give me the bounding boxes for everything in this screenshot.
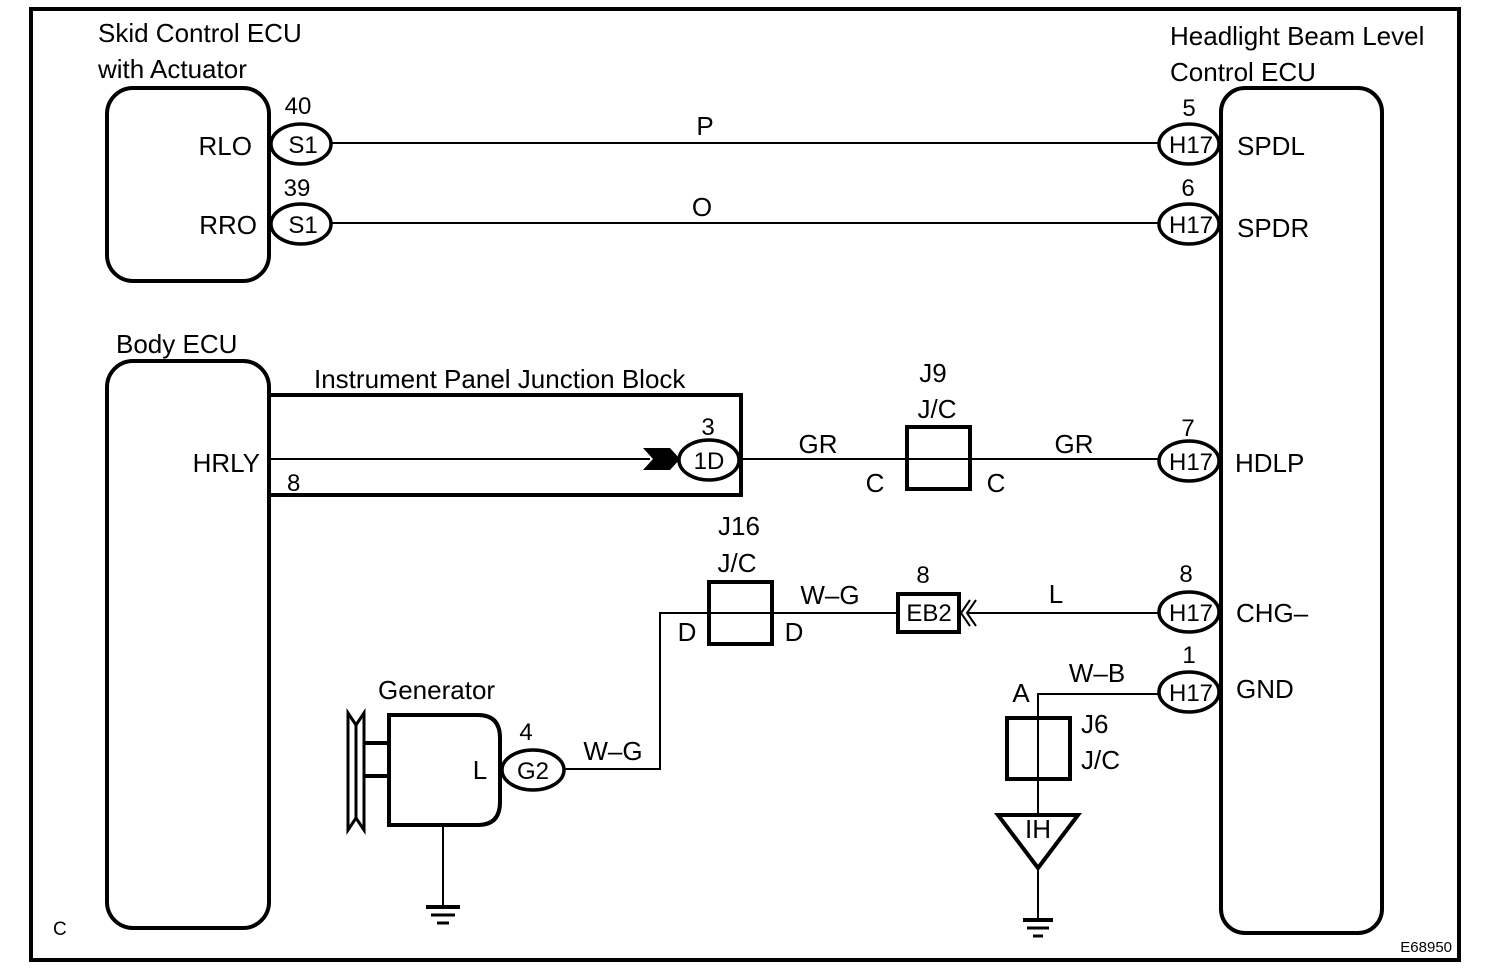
wire-label-gr-1: GR xyxy=(799,429,838,459)
pin-number: 7 xyxy=(1181,415,1194,442)
j6-id: J6 xyxy=(1081,709,1108,739)
body-ecu-box xyxy=(105,359,271,930)
connector-h17-pin1: 1 H17 xyxy=(1157,642,1221,714)
instrument-panel-junction-block: Instrument Panel Junction Block 8 3 1D xyxy=(269,364,743,497)
terminal-spdl: SPDL xyxy=(1237,131,1305,161)
pin-number: 3 xyxy=(701,414,714,441)
arrow-icon xyxy=(643,448,680,470)
connector-label: S1 xyxy=(288,212,317,239)
wire-label-w-g-1: W–G xyxy=(583,736,642,766)
headlight-beam-level-control-ecu: Headlight Beam Level Control ECU SPDL SP… xyxy=(1170,21,1424,935)
generator-body xyxy=(387,713,502,827)
pulley-icon xyxy=(346,708,389,835)
terminal-gnd: GND xyxy=(1236,674,1294,704)
connector-s1-pin39: 39 S1 xyxy=(269,175,333,246)
skid-ecu-title-line1: Skid Control ECU xyxy=(98,18,302,48)
wire-label-w-b: W–B xyxy=(1069,658,1125,688)
j16-id: J16 xyxy=(718,511,760,541)
generator: Generator L 4 G2 xyxy=(346,675,566,925)
connector-s1-pin40: 40 S1 xyxy=(269,93,333,166)
pin-number: 40 xyxy=(285,93,312,120)
pin-number: 1 xyxy=(1182,642,1195,669)
eb2-box xyxy=(896,592,961,634)
terminal-chg: CHG– xyxy=(1236,598,1309,628)
terminal-hdlp: HDLP xyxy=(1235,448,1304,478)
j16-right-pin: D xyxy=(785,617,804,647)
connector-oval-g2 xyxy=(500,748,566,792)
j9-left-pin: C xyxy=(866,468,885,498)
outer-frame xyxy=(29,7,1461,962)
ground-point-label: IH xyxy=(1025,814,1051,844)
wire-label-p: P xyxy=(696,111,713,141)
connector-label: H17 xyxy=(1169,132,1213,159)
j6-box xyxy=(1005,716,1072,781)
j9-box xyxy=(905,425,972,491)
terminal-spdr: SPDR xyxy=(1237,213,1309,243)
j6-type: J/C xyxy=(1081,745,1120,775)
generator-terminal-l: L xyxy=(473,755,487,785)
connector-h17-pin8: 8 H17 xyxy=(1157,561,1221,634)
j16-left-pin: D xyxy=(678,617,697,647)
wire-w-b xyxy=(1037,693,1159,815)
connector-label: H17 xyxy=(1169,449,1213,476)
ground-icon xyxy=(426,905,460,925)
j9-right-pin: C xyxy=(987,468,1006,498)
connector-oval xyxy=(1157,202,1221,246)
junction-block-title: Instrument Panel Junction Block xyxy=(314,364,686,394)
connector-label: S1 xyxy=(288,132,317,159)
connector-label: G2 xyxy=(517,758,549,785)
connector-label: 1D xyxy=(694,448,725,475)
connector-label: EB2 xyxy=(906,600,951,627)
terminal-rro: RRO xyxy=(199,210,257,240)
skid-ecu-box xyxy=(105,86,271,283)
ground-icon xyxy=(1023,918,1053,938)
pin-number: 8 xyxy=(1179,561,1192,588)
ground-point-triangle xyxy=(993,813,1083,872)
junction-connector-j9: J9 J/C C C xyxy=(866,358,1006,498)
wire-w-g-generator xyxy=(565,612,898,770)
body-ecu-title: Body ECU xyxy=(116,329,237,359)
terminal-hrly: HRLY xyxy=(193,448,260,478)
j16-type: J/C xyxy=(718,548,757,578)
junction-connector-j16: J16 J/C D D xyxy=(678,511,804,647)
skid-ecu-title-line2: with Actuator xyxy=(97,54,247,84)
pin-number: 4 xyxy=(519,719,532,746)
j9-type: J/C xyxy=(918,394,957,424)
connector-label: H17 xyxy=(1169,212,1213,239)
body-ecu-pin: 8 xyxy=(287,470,300,497)
terminal-rlo: RLO xyxy=(199,131,252,161)
headlight-ecu-title-line2: Control ECU xyxy=(1170,57,1316,87)
connector-h17-pin7: 7 H17 xyxy=(1157,415,1221,483)
connector-h17-pin6: 6 H17 xyxy=(1157,175,1221,246)
connector-oval xyxy=(1157,122,1221,166)
pin-number: 8 xyxy=(916,562,929,589)
skid-control-ecu: Skid Control ECU with Actuator RLO RRO xyxy=(97,18,302,283)
corner-mark: C xyxy=(53,919,67,940)
headlight-ecu-box xyxy=(1219,86,1384,935)
wire-label-o: O xyxy=(692,192,712,222)
body-ecu: Body ECU HRLY xyxy=(105,329,271,930)
connector-label: H17 xyxy=(1169,600,1213,627)
junction-block-outline xyxy=(269,393,743,497)
pin-number: 6 xyxy=(1181,175,1194,202)
connector-eb2: 8 EB2 xyxy=(896,562,977,634)
pin-number: 5 xyxy=(1182,95,1195,122)
connector-oval xyxy=(1157,439,1221,483)
j6-pin: A xyxy=(1012,678,1030,708)
headlight-ecu-title-line1: Headlight Beam Level xyxy=(1170,21,1424,51)
junction-connector-j6: A J6 J/C IH xyxy=(993,678,1120,938)
figure-id: E68950 xyxy=(1400,939,1452,956)
wire-label-gr-2: GR xyxy=(1055,429,1094,459)
connector-oval xyxy=(1157,670,1221,714)
generator-title: Generator xyxy=(378,675,495,705)
connector-h17-pin5: 5 H17 xyxy=(1157,95,1221,166)
wire-label-l: L xyxy=(1049,579,1063,609)
pin-number: 39 xyxy=(284,175,311,202)
j9-id: J9 xyxy=(919,358,946,388)
connector-label: H17 xyxy=(1169,680,1213,707)
wire-label-w-g-2: W–G xyxy=(800,580,859,610)
